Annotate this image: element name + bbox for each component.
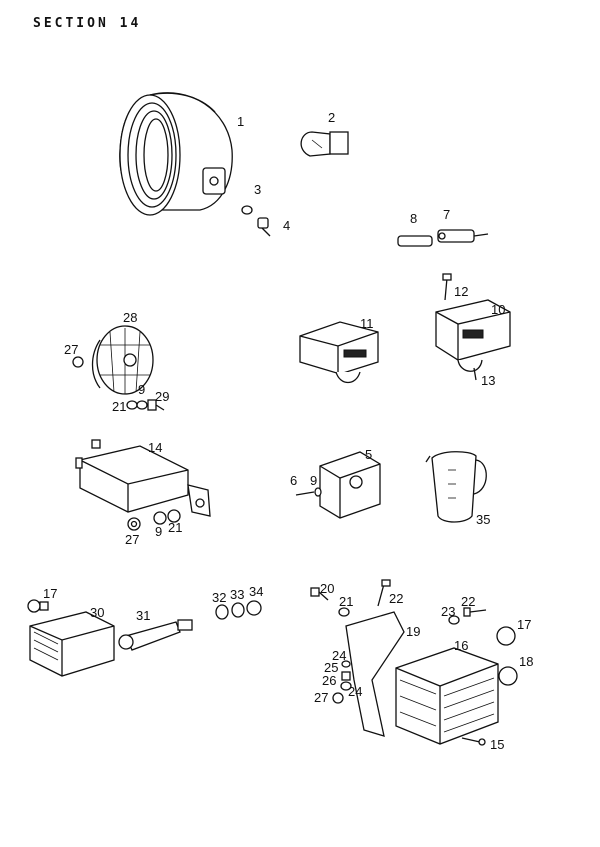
reference-numbers: 1 2 3 4 7 8 12 10 11 13 28 27 9 21 29 14…	[43, 110, 533, 752]
rear-light-16	[395, 647, 499, 745]
bulb-17a	[27, 599, 49, 613]
ref-10: 10	[491, 302, 505, 317]
ref-22a: 22	[389, 591, 403, 606]
connector-7-8	[397, 229, 489, 247]
ref-16: 16	[454, 638, 468, 653]
ref-17b: 17	[517, 617, 531, 632]
lamp-stalk-31	[118, 619, 193, 651]
ref-33: 33	[230, 587, 244, 602]
headlamp-shell	[119, 92, 233, 216]
ref-27c: 27	[314, 690, 328, 705]
washers-32-33-34	[215, 600, 262, 620]
ref-6: 6	[290, 473, 297, 488]
fixings-20-21-22	[310, 579, 391, 617]
bolt-4	[257, 217, 271, 237]
ref-9b: 9	[155, 524, 162, 539]
ref-11: 11	[360, 316, 374, 331]
ref-18: 18	[519, 654, 533, 669]
bracket-19	[345, 611, 405, 737]
fixings-24-25-26-27	[332, 660, 352, 704]
ref-24a: 24	[332, 648, 346, 663]
ref-22b: 22	[461, 594, 475, 609]
ref-28: 28	[123, 310, 137, 325]
ref-7: 7	[443, 207, 450, 222]
screw-6-washer-9	[295, 487, 322, 497]
ref-9a: 9	[138, 382, 145, 397]
screw-12	[442, 273, 452, 301]
ref-21c: 21	[339, 594, 353, 609]
rear-lamp-30	[29, 611, 115, 677]
ref-27b: 27	[125, 532, 139, 547]
ref-12: 12	[454, 284, 468, 299]
switch-block-10	[435, 299, 511, 381]
control-box-14	[75, 439, 211, 517]
section-title: SECTION 14	[33, 16, 142, 31]
ref-21b: 21	[168, 520, 182, 535]
fixings-9-21-29	[126, 399, 165, 411]
ref-19: 19	[406, 624, 420, 639]
ref-31: 31	[136, 608, 150, 623]
screw-15	[461, 737, 486, 746]
switch-housing-11	[299, 321, 379, 384]
ref-24b: 24	[348, 684, 362, 699]
ref-14: 14	[148, 440, 162, 455]
ref-17a: 17	[43, 586, 57, 601]
ref-4: 4	[283, 218, 290, 233]
ref-13: 13	[481, 373, 495, 388]
mounting-plate-5	[319, 451, 381, 519]
ref-27a: 27	[64, 342, 78, 357]
ref-2: 2	[328, 110, 335, 125]
nut-27a	[72, 356, 84, 368]
ref-21a: 21	[112, 399, 126, 414]
ref-26: 26	[322, 673, 336, 688]
measuring-jug-35	[425, 451, 487, 523]
ref-20: 20	[320, 581, 334, 596]
ref-32: 32	[212, 590, 226, 605]
ref-29: 29	[155, 389, 169, 404]
bulbs-17b-18	[496, 626, 518, 686]
ref-30: 30	[90, 605, 104, 620]
ref-23: 23	[441, 604, 455, 619]
fixings-27-9-21-b	[127, 509, 181, 531]
ref-25: 25	[324, 660, 338, 675]
ref-34: 34	[249, 584, 263, 599]
horn-28	[91, 325, 154, 395]
ref-1: 1	[237, 114, 244, 129]
ref-8: 8	[410, 211, 417, 226]
ref-35: 35	[476, 512, 490, 527]
washer-3	[241, 205, 253, 215]
headlamp-bulb	[300, 131, 349, 157]
ref-15: 15	[490, 737, 504, 752]
ref-3: 3	[254, 182, 261, 197]
ref-9c: 9	[310, 473, 317, 488]
fixings-23-22	[448, 607, 487, 625]
ref-5: 5	[365, 447, 372, 462]
